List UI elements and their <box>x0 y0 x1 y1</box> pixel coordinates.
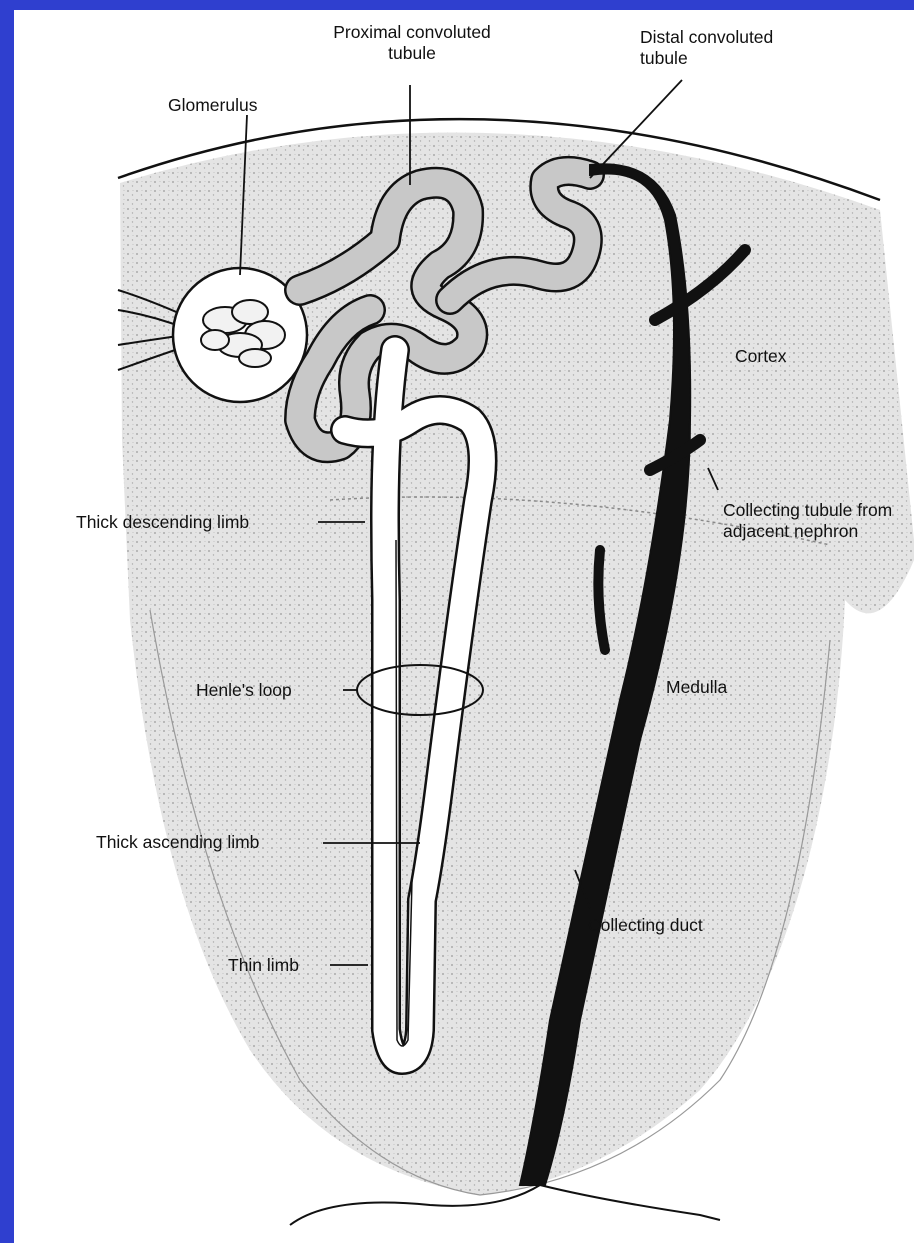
label-proximal-convoluted-tubule: Proximal convoluted tubule <box>292 22 532 64</box>
label-cortex: Cortex <box>735 346 787 367</box>
label-distal-convoluted-tubule: Distal convoluted tubule <box>640 27 773 69</box>
label-collecting-tubule: Collecting tubule from adjacent nephron <box>723 500 914 542</box>
label-thick-descending-limb: Thick descending limb <box>76 512 249 533</box>
label-thin-limb: Thin limb <box>228 955 299 976</box>
label-glomerulus: Glomerulus <box>168 95 257 116</box>
label-collecting-duct: Collecting duct <box>588 915 703 936</box>
label-medulla: Medulla <box>666 677 727 698</box>
label-thick-ascending-limb: Thick ascending limb <box>96 832 259 853</box>
label-henles-loop: Henle's loop <box>196 680 292 701</box>
